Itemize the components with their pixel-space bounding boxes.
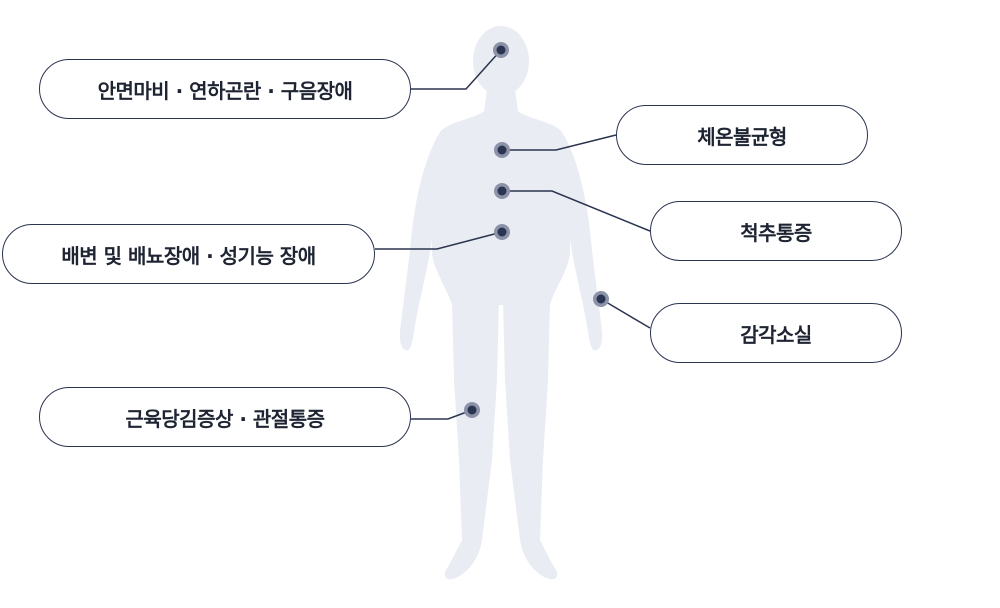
connector-muscle bbox=[411, 409, 473, 420]
callout-bowel: 배변 및 배뇨장애 · 성기능 장애 bbox=[2, 224, 375, 284]
silhouette-left-arm bbox=[399, 135, 438, 351]
connector-face bbox=[411, 49, 502, 90]
connector-bowel bbox=[375, 231, 503, 250]
silhouette-right-arm bbox=[564, 135, 603, 351]
callout-face: 안면마비 · 연하곤란 · 구음장애 bbox=[39, 59, 411, 119]
marker-dot-bowel bbox=[497, 227, 507, 237]
callout-spine: 척추통증 bbox=[650, 201, 902, 261]
connector-lines bbox=[375, 49, 651, 420]
silhouette-head bbox=[473, 26, 529, 96]
callout-temperature-label: 체온불균형 bbox=[697, 124, 787, 149]
silhouette-left-leg bbox=[444, 300, 499, 580]
silhouette-right-leg bbox=[503, 300, 558, 580]
connector-temperature bbox=[502, 134, 617, 151]
callout-muscle: 근육당김증상 · 관절통증 bbox=[39, 387, 411, 447]
silhouette-neck bbox=[483, 90, 519, 118]
callout-muscle-label: 근육당김증상 · 관절통증 bbox=[125, 406, 325, 431]
human-silhouette bbox=[399, 26, 603, 580]
callout-bowel-label: 배변 및 배뇨장애 · 성기능 장애 bbox=[61, 243, 316, 268]
symptom-markers bbox=[464, 42, 609, 418]
marker-dot-temperature bbox=[497, 145, 507, 155]
marker-dot-face bbox=[496, 45, 506, 55]
callout-temperature: 체온불균형 bbox=[616, 105, 868, 165]
marker-dot-sensory bbox=[596, 294, 606, 304]
connector-spine bbox=[502, 190, 651, 232]
marker-dot-muscle bbox=[467, 405, 477, 415]
callout-spine-label: 척추통증 bbox=[740, 220, 812, 245]
callout-face-label: 안면마비 · 연하곤란 · 구음장애 bbox=[97, 78, 353, 103]
connector-sensory bbox=[600, 298, 651, 329]
silhouette-torso bbox=[431, 112, 571, 305]
callout-sensory-label: 감각소실 bbox=[740, 322, 812, 347]
callout-sensory: 감각소실 bbox=[650, 303, 902, 363]
marker-dot-spine bbox=[497, 186, 507, 196]
